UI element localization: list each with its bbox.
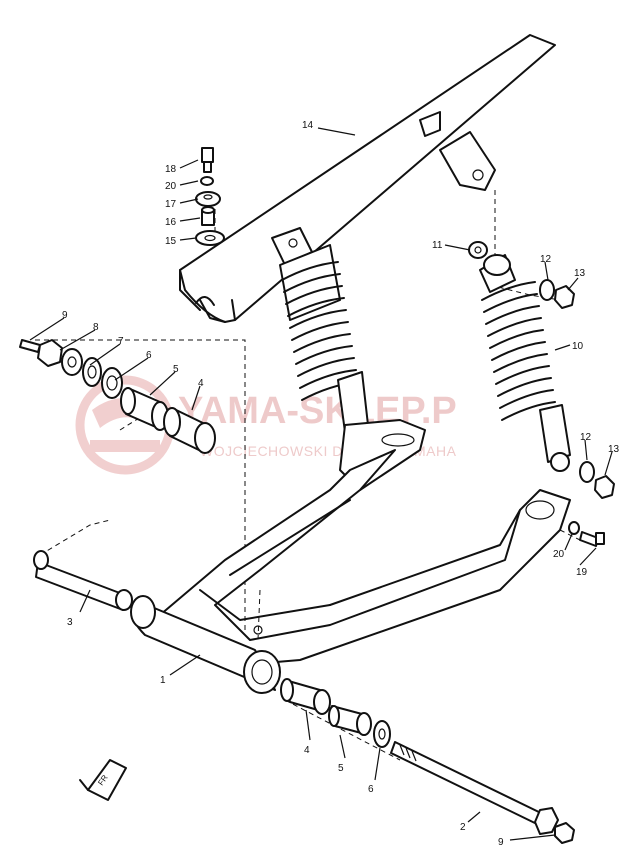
callout-13a: 13 <box>574 268 586 279</box>
left-hardware-stack <box>19 339 216 454</box>
callout-3: 3 <box>67 617 73 628</box>
callout-labels: 14 18 20 17 16 15 9 8 7 6 5 4 11 12 13 1… <box>62 120 620 848</box>
callout-9a: 9 <box>62 310 68 321</box>
callout-20b: 20 <box>553 549 565 560</box>
callout-4b: 4 <box>304 745 310 756</box>
rear-mount-hardware <box>568 521 605 547</box>
lower-shock-hardware <box>579 461 615 499</box>
upper-shock-hardware <box>468 241 575 309</box>
callout-18: 18 <box>165 164 177 175</box>
callout-16: 16 <box>165 217 177 228</box>
callout-20a: 20 <box>165 181 177 192</box>
callout-11: 11 <box>432 240 443 251</box>
chain-case-bolt-stack <box>195 147 225 246</box>
rear-arm <box>130 449 571 694</box>
callout-12b: 12 <box>580 432 592 443</box>
pivot-bushings <box>280 678 391 748</box>
pivot-shaft <box>33 550 133 611</box>
callout-15: 15 <box>165 236 177 247</box>
callout-10: 10 <box>572 341 584 352</box>
callout-8: 8 <box>93 322 99 333</box>
callout-17: 17 <box>165 199 177 210</box>
callout-19: 19 <box>576 567 588 578</box>
shock-absorber-right <box>479 254 571 472</box>
callout-5b: 5 <box>338 763 344 774</box>
callout-5a: 5 <box>173 364 179 375</box>
callout-2: 2 <box>460 822 466 833</box>
callout-1: 1 <box>160 675 166 686</box>
callout-14: 14 <box>302 120 314 131</box>
pivot-bolt <box>390 741 575 844</box>
callout-4a: 4 <box>198 378 204 389</box>
front-direction-arrow: FR <box>79 759 127 801</box>
callout-13b: 13 <box>608 444 620 455</box>
callout-9b: 9 <box>498 837 504 848</box>
leader-lines <box>29 127 613 841</box>
callout-6b: 6 <box>368 784 374 795</box>
callout-12a: 12 <box>540 254 552 265</box>
callout-6a: 6 <box>146 350 152 361</box>
callout-7: 7 <box>118 336 124 347</box>
